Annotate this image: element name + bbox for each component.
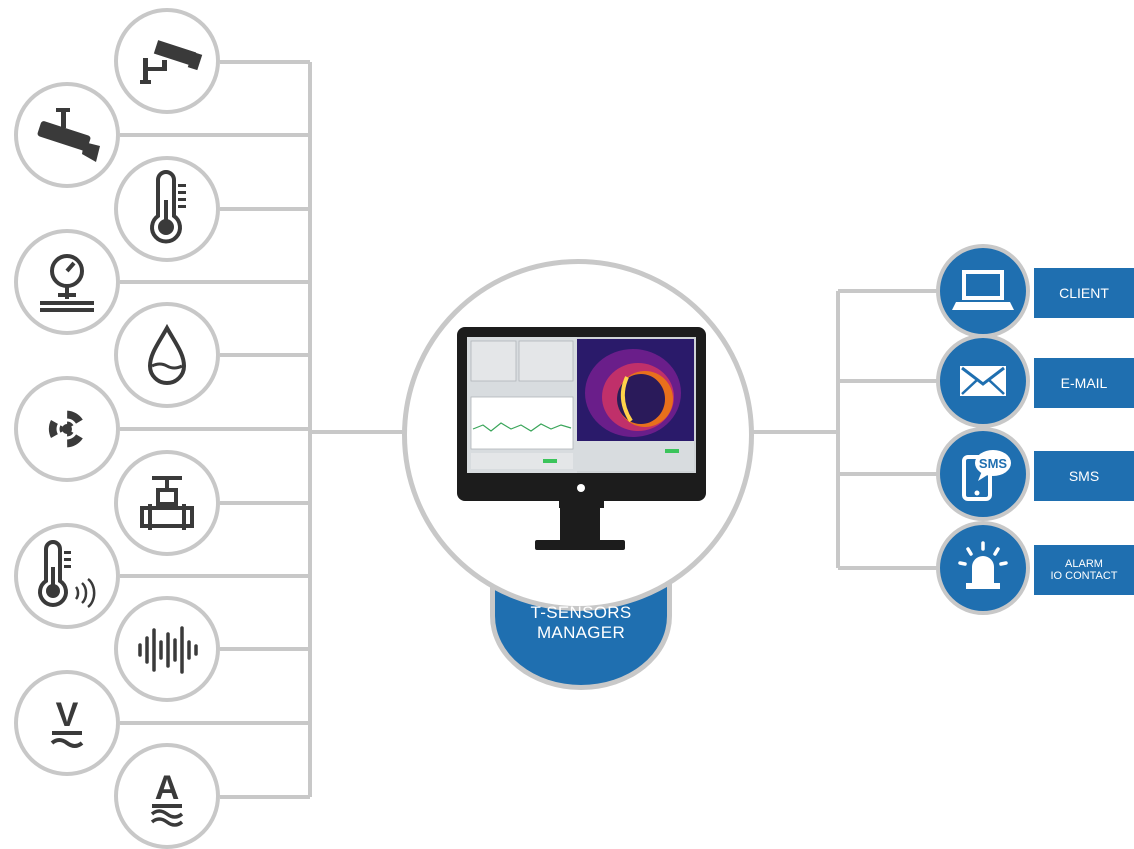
output-alarm: [936, 521, 1030, 615]
pressure-gauge-icon: [40, 254, 94, 312]
thermometer-icon: [150, 170, 186, 244]
output-label-client: CLIENT: [1034, 268, 1134, 318]
output-label-sms: SMS: [1034, 451, 1134, 501]
security-camera-icon: [37, 108, 100, 162]
hub-label-line1: T-SENSORS: [530, 603, 632, 622]
output-email: [936, 334, 1030, 428]
current-symbol: A: [155, 769, 180, 807]
wireless-thermometer-icon: [38, 540, 96, 609]
sound-wave-icon: [138, 626, 198, 674]
radiation-icon: [48, 410, 83, 448]
monitor-icon: [457, 327, 706, 508]
current-icon: A: [150, 769, 184, 827]
sensor-pressure-gauge: [14, 229, 120, 335]
alarm-light-icon: [958, 541, 1008, 589]
sensor-ptz-camera: [114, 8, 220, 114]
sensor-radiation: [14, 376, 120, 482]
sms-phone-icon: SMS: [962, 450, 1011, 501]
sensor-thermometer: [114, 156, 220, 262]
sensor-humidity: [114, 302, 220, 408]
sensor-valve: [114, 450, 220, 556]
monitor-stand-icon: [535, 508, 625, 550]
output-sms: SMS: [936, 427, 1030, 521]
envelope-icon: [960, 366, 1006, 396]
sensor-security-camera: [14, 82, 120, 188]
hub-label-line2: MANAGER: [536, 623, 626, 642]
voltage-symbol: V: [56, 696, 79, 734]
sms-bubble-text: SMS: [979, 456, 1008, 471]
sensor-wireless-thermometer: [14, 523, 120, 629]
sensor-sound: [114, 596, 220, 702]
ptz-camera-icon: [140, 40, 203, 84]
voltage-icon: V: [50, 696, 84, 748]
valve-icon: [140, 476, 194, 530]
output-label-email: E-MAIL: [1034, 358, 1134, 408]
water-drop-icon: [147, 323, 187, 385]
output-label-alarm: ALARM IO CONTACT: [1034, 545, 1134, 595]
hub-label: T-SENSORS MANAGER: [490, 603, 672, 643]
output-label-alarm-line2: IO CONTACT: [1050, 570, 1118, 582]
output-client: [936, 244, 1030, 338]
sensor-voltage: V: [14, 670, 120, 776]
output-label-alarm-line1: ALARM: [1065, 558, 1103, 570]
laptop-icon: [952, 270, 1014, 310]
sensor-current: A: [114, 743, 220, 849]
